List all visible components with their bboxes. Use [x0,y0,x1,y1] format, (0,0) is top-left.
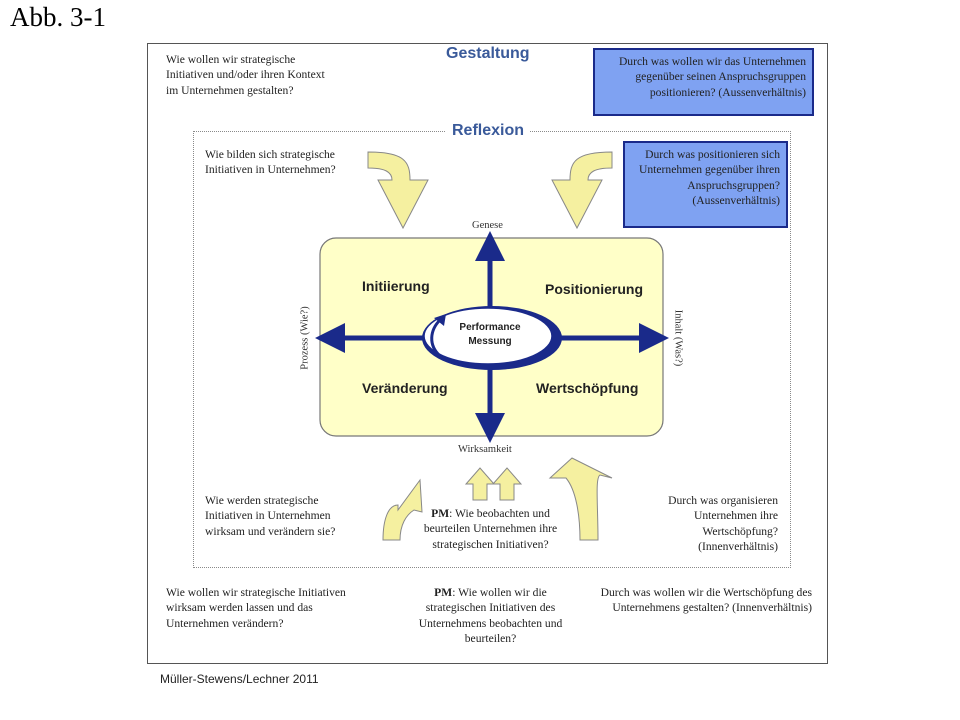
curved-arrow-bottom-right-icon [548,457,613,541]
axis-label-inhalt: Inhalt (Was?) [672,309,684,367]
credit-text: Müller-Stewens/Lechner 2011 [160,672,319,686]
inner-top-left-text: Wie bilden sich strategische Initiativen… [205,148,336,177]
outer-bottom-center-text: PM: Wie wollen wir die strategischen Ini… [418,586,563,646]
curved-arrow-top-left-icon [367,151,429,230]
outer-bottom-right-text: Durch was wollen wir die Wertschöpfung d… [600,586,812,615]
heading-gestaltung: Gestaltung [440,45,536,63]
pm-label-inner: PM [431,507,450,520]
inner-bottom-left-text: Wie werden strategische Initiativen in U… [205,494,336,538]
heading-reflexion: Reflexion [446,122,531,140]
axis-label-genese: Genese [472,220,503,231]
outer-bottom-left-text: Wie wollen wir strategische Initiativen … [166,586,346,630]
quadrant-veraenderung: Veränderung [362,380,448,396]
center-label: Performance Messung [459,322,521,347]
cycle-arrow-icon [430,318,442,358]
axis-label-prozess: Prozess (Wie?) [299,306,311,370]
outer-frame [147,43,828,664]
outer-top-right-box: Durch was wollen wir das Unternehmen geg… [593,48,814,116]
axis-label-wirksamkeit: Wirksamkeit [458,444,512,455]
curved-arrow-top-right-icon [551,151,613,230]
inner-top-right-box: Durch was positionieren sich Unternehmen… [623,141,788,228]
quadrant-initiierung: Initiierung [362,278,430,294]
figure-label: Abb. 3-1 [10,2,106,32]
inner-bottom-right-text: Durch was organisieren Unternehmen ihre … [668,494,778,554]
curved-arrow-bottom-left-icon [382,478,423,541]
up-arrow-right-icon [491,467,523,501]
quadrant-wertschoepfung: Wertschöpfung [536,380,639,396]
quadrant-positionierung: Positionierung [545,281,643,297]
up-arrow-left-icon [464,467,496,501]
outer-top-left-text: Wie wollen wir strategische Initiativen … [166,53,325,97]
pm-label: PM [434,586,453,599]
inner-bottom-center-text: PM: Wie beobachten und beurteilen Untern… [423,507,558,551]
